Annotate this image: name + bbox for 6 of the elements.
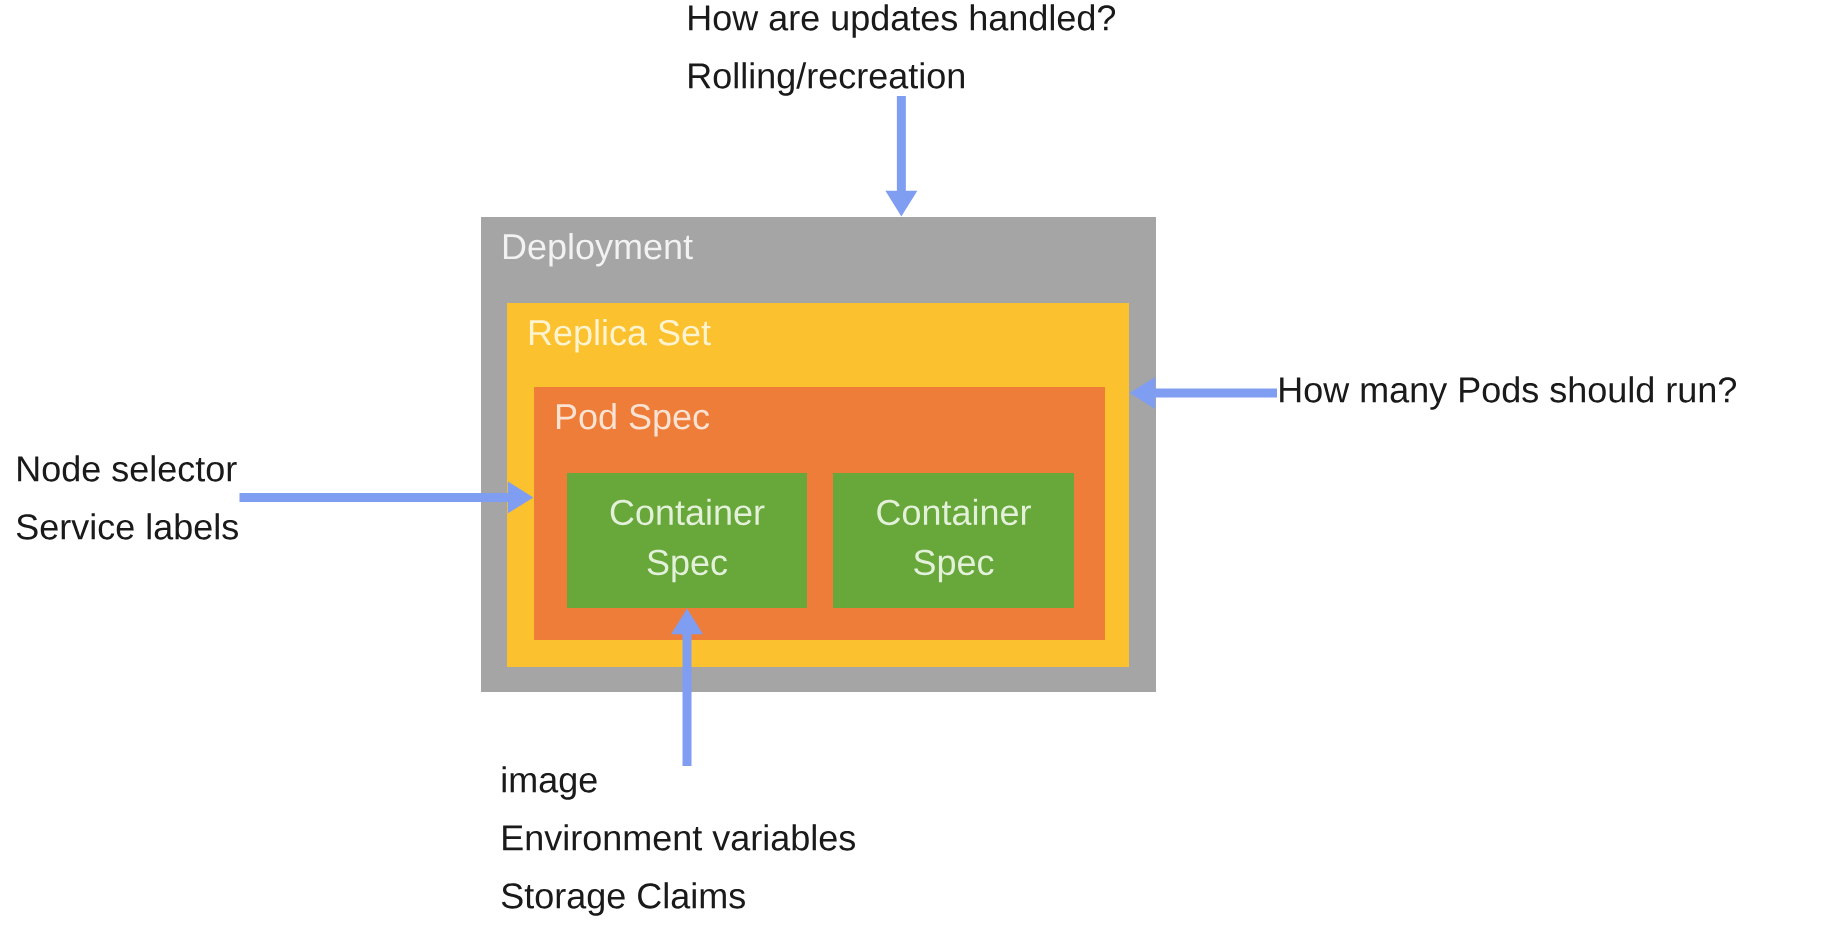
note-text: Node selector Service labels (16, 455, 238, 540)
note-text: image Environment variables Storage Claims (501, 766, 855, 916)
note-text: How are updates handled? Rolling/recreation (689, 4, 1116, 96)
note-text: How many Pods should run? (1280, 376, 1736, 410)
container-box: Container Spec (567, 473, 807, 608)
container-box: Container Spec (833, 473, 1074, 608)
